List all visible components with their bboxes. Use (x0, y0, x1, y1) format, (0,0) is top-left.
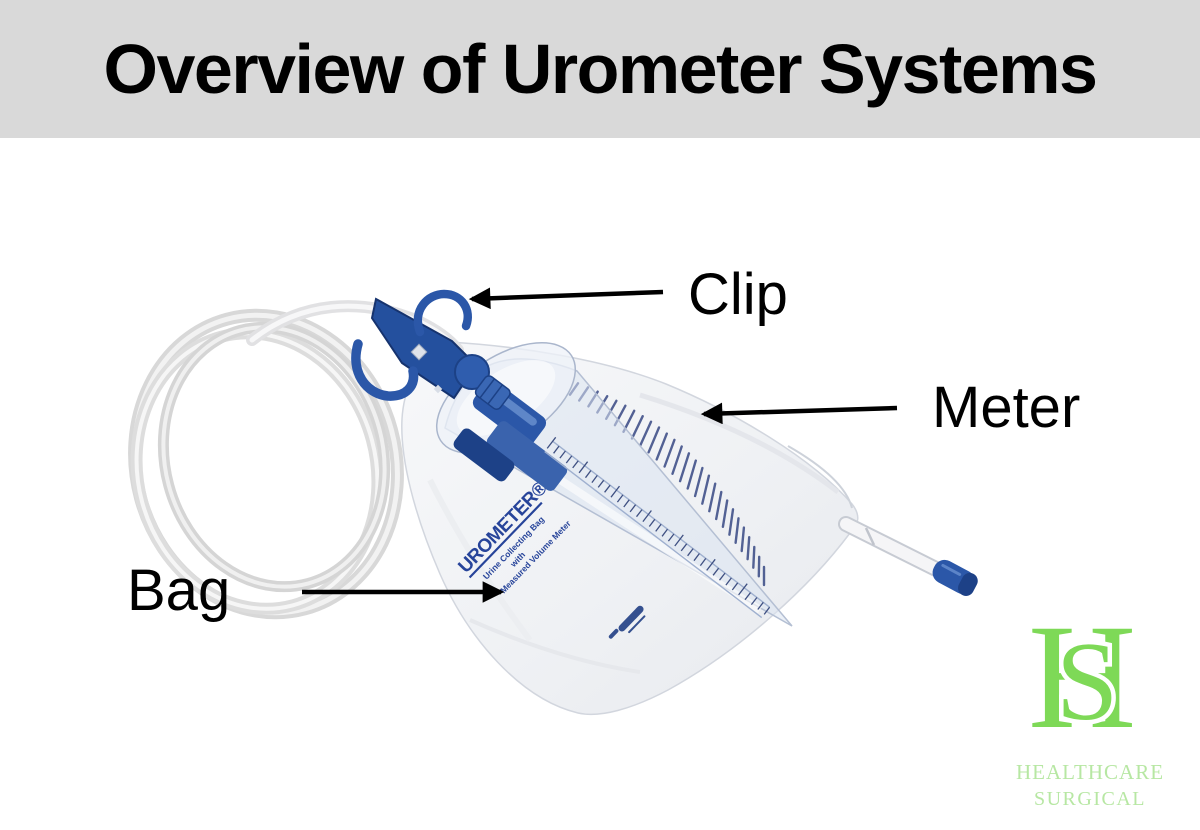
logo-text-surgical: SURGICAL (1033, 788, 1146, 810)
clip-label: Clip (688, 262, 788, 327)
meter-arrow-icon (700, 402, 898, 425)
meter-scale-ticks (546, 436, 771, 615)
page-title: Overview of Urometer Systems (103, 30, 1098, 108)
title-banner: Overview of Urometer Systems (0, 0, 1200, 138)
healthcare-surgical-logo: H S S HEALTHCARE SURGICAL (990, 600, 1190, 820)
leader-arrows (302, 287, 898, 603)
logo-text-healthcare: HEALTHCARE (1015, 760, 1165, 784)
clip-arrow-icon (468, 287, 664, 310)
hanger-hook-left (351, 339, 419, 401)
inlet-connector (454, 354, 490, 390)
hanger-hook-top (413, 289, 472, 337)
drainage-tube-coil (128, 308, 404, 620)
bag-label: Bag (127, 558, 231, 623)
drain-outlet (838, 516, 978, 596)
meter-label: Meter (932, 375, 1081, 440)
logo-monogram-h: H (1028, 594, 1137, 760)
drain-cap (932, 559, 978, 596)
hanger-plate (370, 297, 478, 400)
logo-monogram-s-outline: S (1051, 620, 1122, 744)
logo-monogram-s: S (1056, 620, 1119, 744)
manufacturer-mark (608, 605, 646, 639)
hanger-assembly (246, 289, 511, 410)
